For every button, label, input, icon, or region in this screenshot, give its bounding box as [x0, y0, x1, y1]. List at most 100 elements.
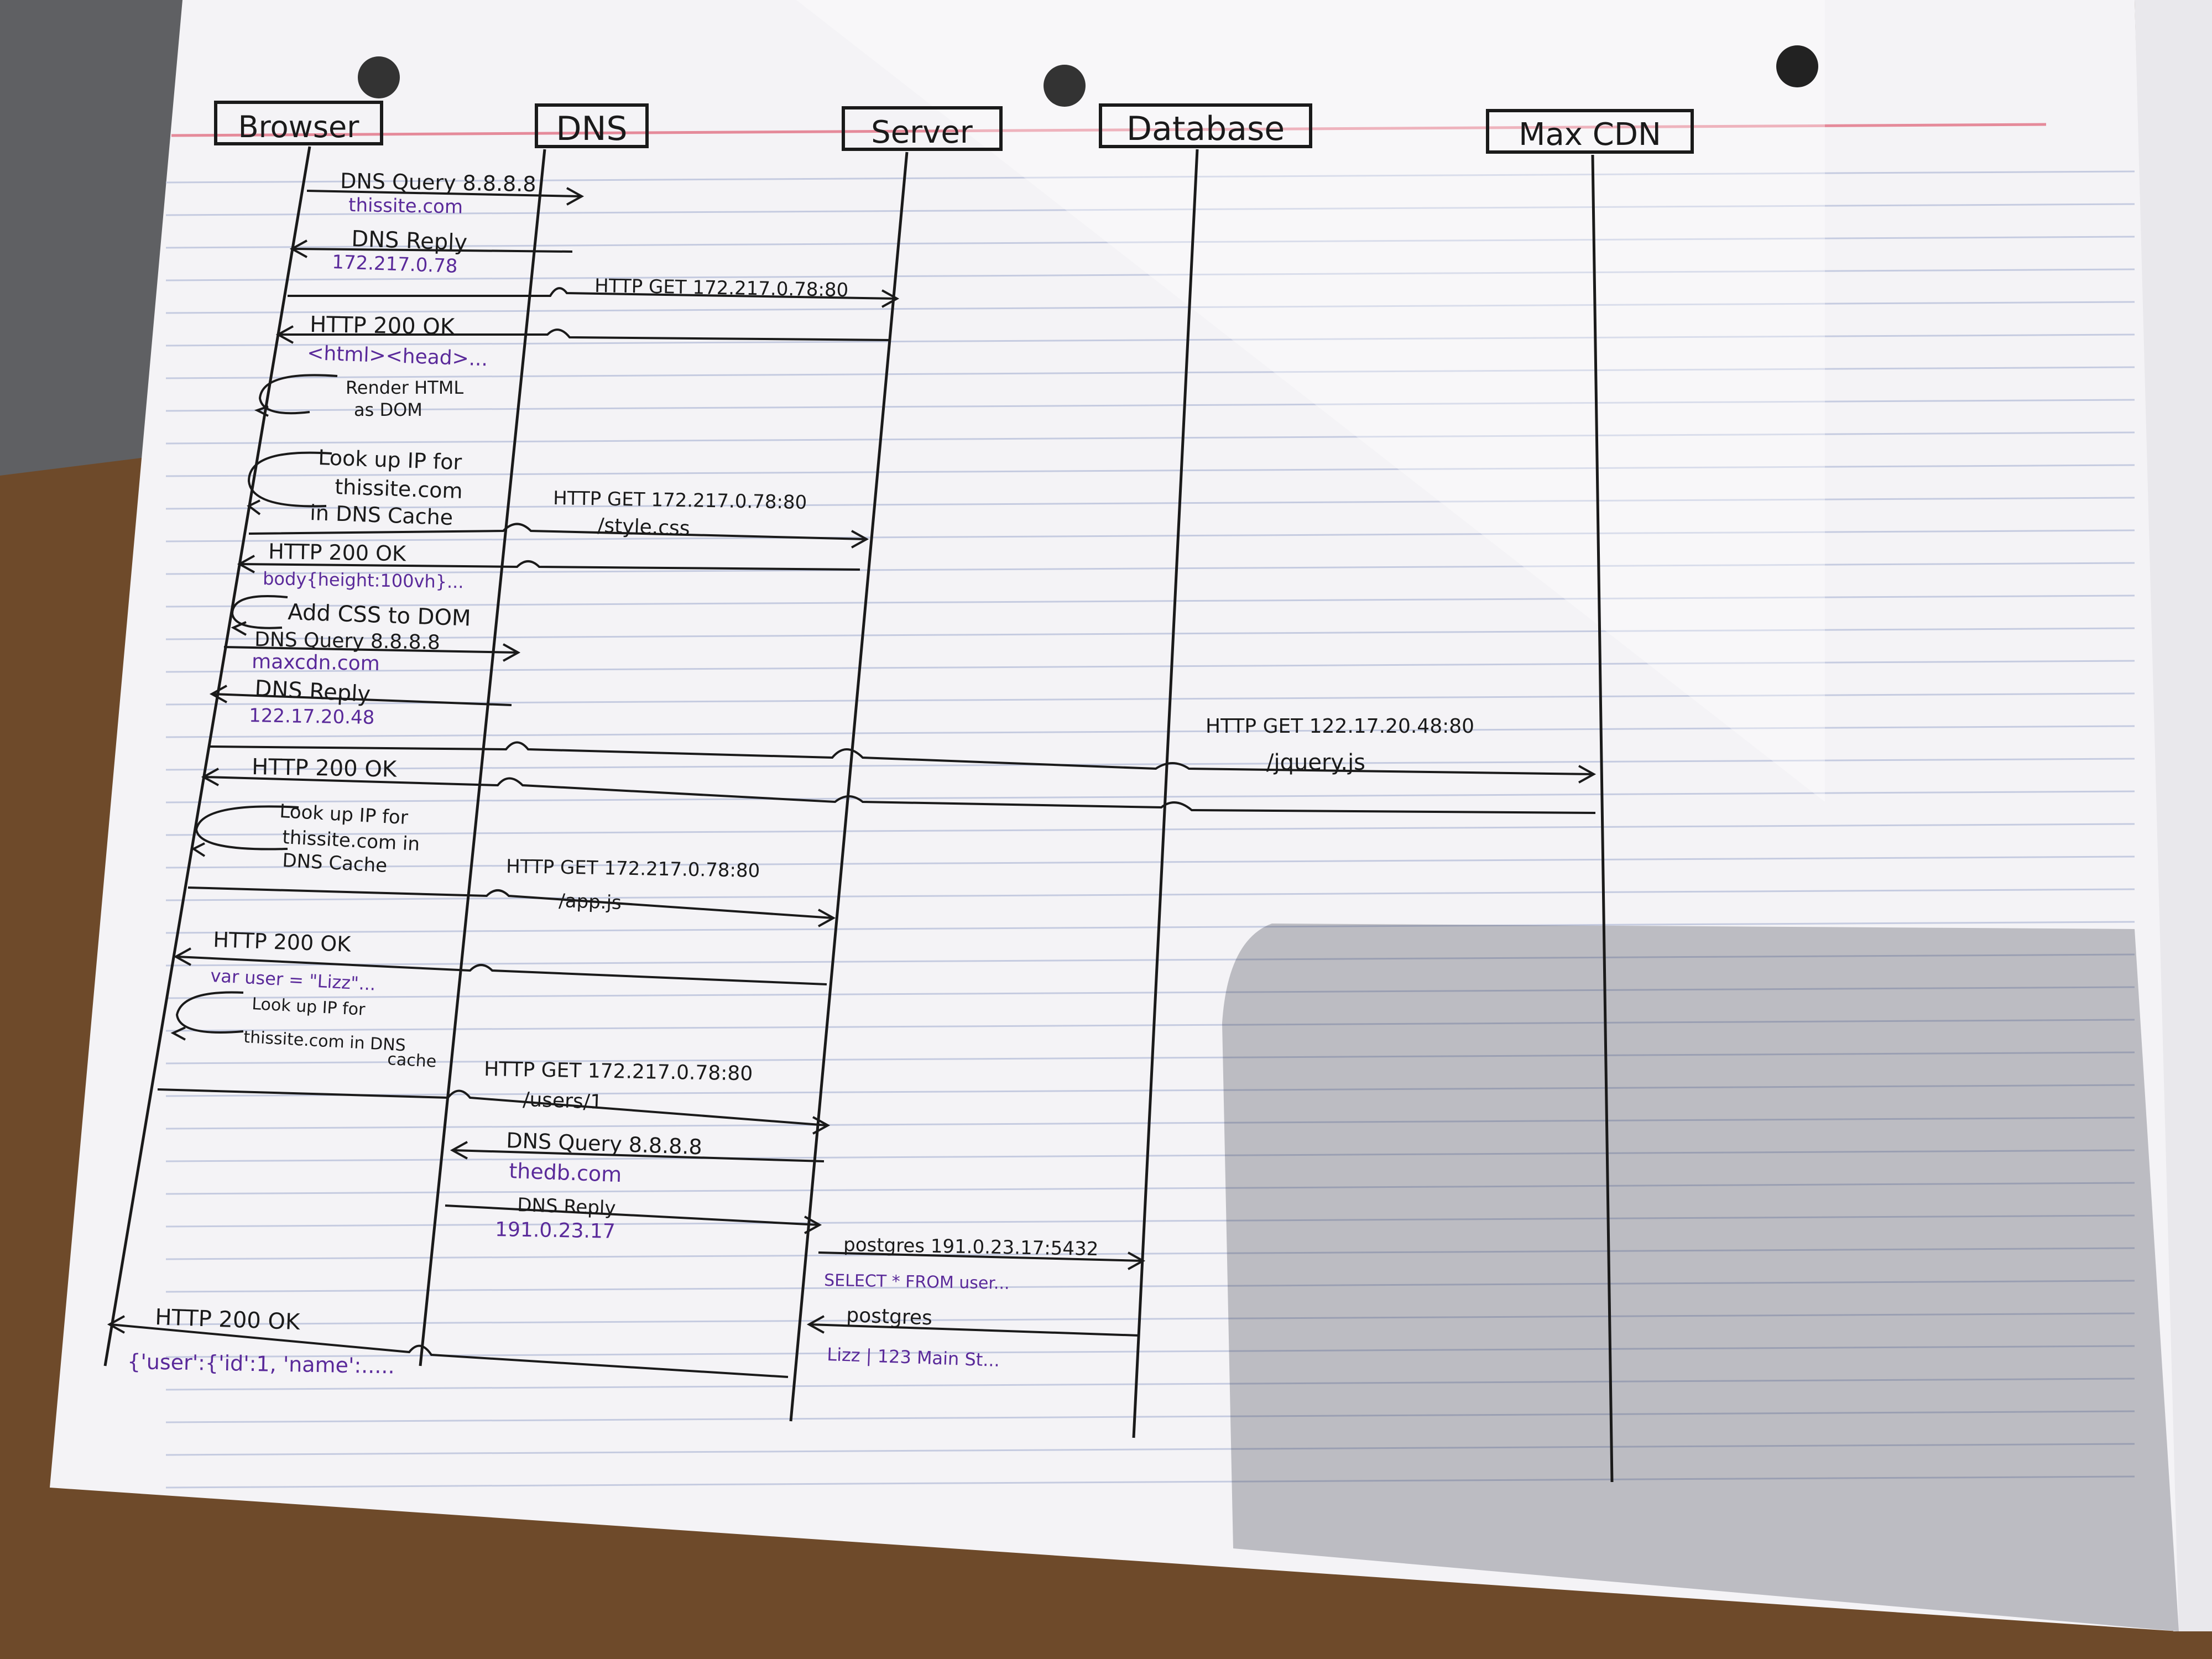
lifelines — [103, 146, 1614, 1483]
hand-shadow — [1222, 924, 2179, 1631]
http-get-3-detail: /jquery.js — [1266, 750, 1365, 775]
dns-reply-3-detail: 191.0.23.17 — [495, 1218, 615, 1243]
self-lookup-3-line3: cache — [387, 1050, 437, 1072]
pg-query-label: postgres 191.0.23.17:5432 — [843, 1234, 1099, 1260]
self-render-line1: Render HTML — [346, 377, 463, 398]
ruled-line — [165, 170, 2135, 184]
participant-database-label: Database — [1126, 109, 1285, 148]
ruled-line — [165, 236, 2135, 249]
participant-dns-label: DNS — [556, 109, 627, 148]
message-arrows — [107, 187, 1597, 1378]
ruled-line — [165, 1443, 2135, 1456]
http-ok-2-label: HTTP 200 OK — [268, 539, 407, 566]
self-lookup-2-line3: DNS Cache — [282, 849, 388, 877]
participant-max-cdn: Max CDN — [1486, 109, 1694, 154]
ruled-line — [165, 1051, 2135, 1065]
http-ok-1-label: HTTP 200 OK — [310, 312, 456, 340]
http-get-1-label: HTTP GET 172.217.0.78:80 — [594, 275, 849, 301]
self-lookup-1-line2: thissite.com — [335, 474, 463, 503]
dns-query-2-detail: maxcdn.com — [252, 650, 380, 675]
http-get-4-label: HTTP GET 172.217.0.78:80 — [506, 855, 760, 882]
ruled-line — [165, 823, 2135, 836]
ruled-line — [165, 725, 2135, 738]
ruled-line — [165, 758, 2135, 771]
participant-server-label: Server — [871, 114, 973, 150]
ruled-line — [165, 333, 2135, 347]
ruled-line — [165, 366, 2135, 379]
http-get-2-detail: /style.css — [597, 514, 691, 540]
participant-database: Database — [1099, 103, 1312, 148]
ruled-line — [165, 1280, 2135, 1293]
http-get-4-detail: /app.js — [559, 890, 622, 914]
self-render-line2: as DOM — [354, 399, 422, 420]
self-lookup-1-line3: in DNS Cache — [310, 500, 453, 530]
participant-browser: Browser — [214, 101, 383, 145]
ruled-line — [165, 692, 2135, 706]
paper-stack — [1742, 0, 2212, 1631]
lifeline-dns — [419, 149, 546, 1366]
http-ok-5-detail: {'user':{'id':1, 'name':..... — [127, 1349, 395, 1378]
ruled-line — [165, 1214, 2135, 1228]
ruled-line — [165, 268, 2135, 281]
ruled-line — [165, 497, 2135, 510]
participant-browser-label: Browser — [238, 109, 360, 144]
ruled-line — [165, 921, 2135, 934]
ruled-line — [165, 1312, 2135, 1326]
ruled-line — [165, 301, 2135, 314]
message-labels: DNS Query 8.8.8.8 DNS Reply HTTP GET 172… — [155, 169, 1474, 1335]
http-get-5-detail: /users/1 — [523, 1088, 603, 1114]
participant-dns: DNS — [535, 103, 649, 148]
ruled-line — [165, 986, 2135, 999]
ruled-line — [165, 562, 2135, 575]
ruled-line — [165, 660, 2135, 673]
dns-reply-2-label: DNS Reply — [254, 676, 371, 707]
ruled-line — [165, 464, 2135, 477]
ruled-line — [165, 1149, 2135, 1162]
http-get-3-label: HTTP GET 122.17.20.48:80 — [1206, 715, 1474, 738]
binder-hole — [1776, 45, 1818, 87]
ruled-line — [165, 594, 2135, 608]
dns-query-1-detail: thissite.com — [348, 194, 463, 218]
participant-max-cdn-label: Max CDN — [1519, 117, 1661, 153]
self-lookup-1-line1: Look up IP for — [318, 445, 463, 474]
laptop-edge — [0, 0, 182, 476]
binder-hole — [1044, 65, 1086, 107]
http-ok-4-label: HTTP 200 OK — [213, 927, 352, 957]
dns-reply-1-label: DNS Reply — [351, 226, 468, 255]
ruled-line — [165, 953, 2135, 967]
margin-line — [171, 123, 2047, 137]
ruled-line — [165, 1182, 2135, 1195]
ruled-line — [165, 1019, 2135, 1032]
lifeline-max-cdn — [1591, 154, 1614, 1483]
ruled-line — [165, 1410, 2135, 1423]
lifeline-database — [1132, 149, 1199, 1438]
http-get-2-label: HTTP GET 172.217.0.78:80 — [553, 487, 807, 514]
dns-reply-2-detail: 122.17.20.48 — [249, 705, 375, 729]
dns-reply-1-detail: 172.217.0.78 — [332, 251, 458, 278]
sunlight-patch — [796, 0, 1825, 802]
http-ok-2-detail: body{height:100vh}... — [263, 568, 464, 592]
dns-query-3-detail: thedb.com — [509, 1159, 622, 1187]
pg-reply-label: postgres — [846, 1304, 933, 1329]
ruled-line — [165, 1247, 2135, 1260]
ruled-line — [165, 529, 2135, 542]
binder-hole — [358, 56, 400, 98]
ruled-line — [165, 790, 2135, 804]
message-details: thissite.com 172.217.0.78 <html><head>..… — [127, 194, 1010, 1378]
lifeline-server — [789, 152, 909, 1422]
http-ok-3-label: HTTP 200 OK — [252, 754, 398, 782]
dns-query-2-label: DNS Query 8.8.8.8 — [254, 628, 440, 654]
dns-query-1-label: DNS Query 8.8.8.8 — [340, 169, 536, 196]
ruled-line — [165, 855, 2135, 869]
pg-query-detail: SELECT * FROM user... — [824, 1271, 1010, 1293]
ruled-lines — [165, 170, 2135, 1489]
ruled-line — [165, 399, 2135, 412]
ruled-line — [165, 203, 2135, 216]
ruled-line — [165, 1475, 2135, 1489]
ruled-line — [165, 431, 2135, 445]
ruled-line — [165, 1345, 2135, 1358]
http-get-5-label: HTTP GET 172.217.0.78:80 — [484, 1058, 753, 1085]
ruled-line — [165, 888, 2135, 901]
lifeline-browser — [103, 146, 311, 1366]
